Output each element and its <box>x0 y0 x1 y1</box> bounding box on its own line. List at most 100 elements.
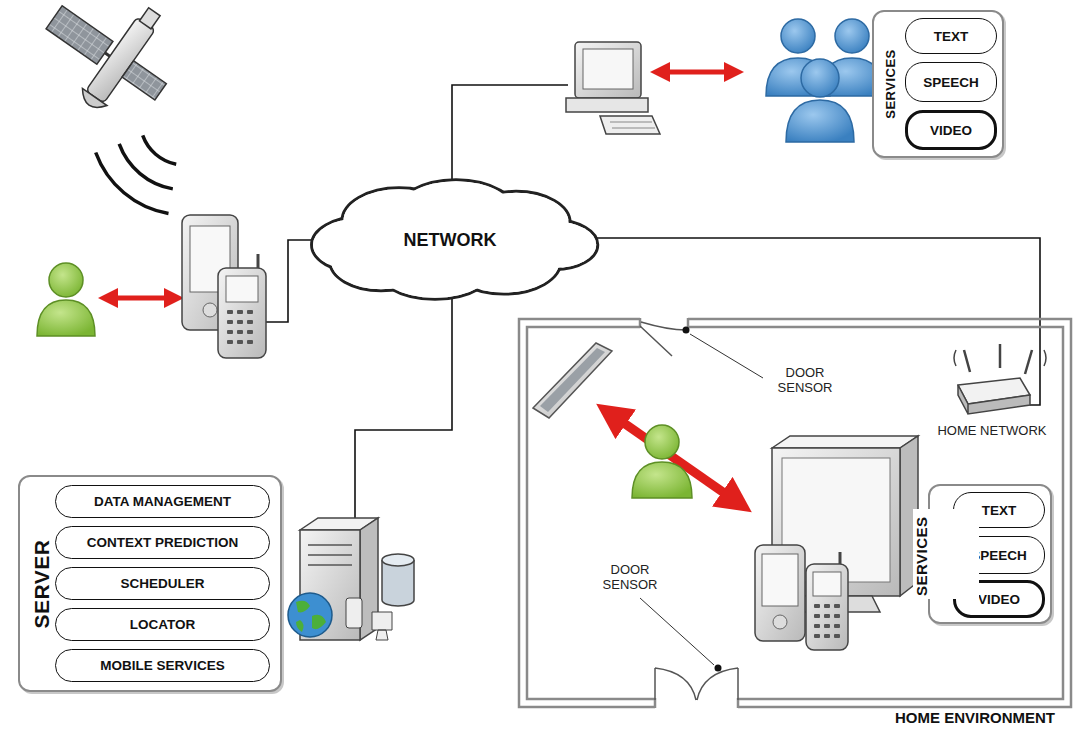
router-icon <box>999 344 1002 368</box>
sensor-label: DOOR SENSOR <box>775 366 835 396</box>
router-icon <box>954 350 1046 366</box>
phone-icon <box>806 552 848 650</box>
phone-icon <box>237 340 243 344</box>
server-icon <box>346 598 362 628</box>
computer-icon <box>583 49 633 89</box>
home-user <box>645 425 679 459</box>
node-label: SPEECH <box>971 548 1027 563</box>
router-icon <box>1025 350 1032 374</box>
node-label: VIDEO <box>978 592 1020 607</box>
user-group <box>781 19 815 53</box>
user-group <box>786 100 854 142</box>
phone-icon <box>227 310 253 344</box>
server-icon <box>288 518 414 640</box>
service-item: SCHEDULER <box>55 567 270 600</box>
satellite-icon <box>46 6 113 64</box>
network-wire <box>355 270 452 528</box>
home-walls <box>655 668 738 700</box>
node-label: SCHEDULER <box>120 576 204 591</box>
panel-heading: SERVER <box>30 539 54 628</box>
server-icon <box>296 601 326 632</box>
user-group <box>801 59 839 97</box>
device-label: HOME NETWORK <box>912 424 1072 439</box>
user-group <box>766 19 884 142</box>
signal-waves <box>143 135 177 164</box>
wall-display <box>533 343 612 418</box>
phone-icon <box>247 340 253 344</box>
door-sensor-dot <box>683 327 690 334</box>
pda-icon <box>773 615 787 629</box>
node-label: DATA MANAGEMENT <box>94 494 231 509</box>
home-walls <box>519 316 1071 710</box>
sensor-label: DOOR SENSOR <box>600 563 660 593</box>
computer-icon <box>566 42 660 134</box>
panel-heading: HOME ENVIRONMENT <box>892 709 1058 726</box>
phone-icon <box>227 340 233 344</box>
satellite-icon <box>139 8 160 29</box>
phone-icon <box>834 604 840 608</box>
phone-icon <box>824 614 830 618</box>
leader-line <box>640 334 763 665</box>
computer-icon <box>610 122 655 128</box>
phone-icon <box>227 320 233 324</box>
home-walls <box>527 327 1063 699</box>
server-icon <box>382 560 414 606</box>
interaction-arrow <box>608 412 740 504</box>
node-label: TEXT <box>934 29 969 44</box>
panel-heading: SERVICES <box>913 509 979 599</box>
phone-icon <box>814 604 840 638</box>
phone-icon <box>806 564 848 650</box>
satellite-icon <box>105 53 110 56</box>
home-walls <box>640 318 738 708</box>
home-walls <box>519 319 1071 707</box>
interaction-arrow <box>106 296 176 301</box>
service-item: LOCATOR <box>55 608 270 641</box>
phone-icon <box>247 330 253 334</box>
phone-icon <box>814 614 820 618</box>
phone-icon <box>247 320 253 324</box>
node-label: MOBILE SERVICES <box>100 658 224 673</box>
server-panel: DATA MANAGEMENT CONTEXT PREDICTION SCHEDUL… <box>18 475 282 692</box>
tv-icon <box>772 436 918 448</box>
mobile-user <box>49 263 83 297</box>
service-item: MOBILE SERVICES <box>55 649 270 682</box>
service-item: VIDEO <box>905 110 997 150</box>
phone-icon <box>227 310 233 314</box>
phone-icon <box>226 276 258 302</box>
server-icon <box>382 554 414 566</box>
service-item: CONTEXT PREDICTION <box>55 526 270 559</box>
node-label: TEXT <box>982 503 1017 518</box>
computer-icon <box>600 116 660 134</box>
node-label: VIDEO <box>930 123 972 138</box>
service-item: SPEECH <box>905 62 997 102</box>
signal-waves <box>119 144 173 189</box>
interaction-arrow <box>658 70 736 75</box>
server-icon <box>308 545 352 565</box>
mobile-user <box>37 300 95 336</box>
phone-icon <box>218 254 266 358</box>
phone-icon <box>247 310 253 314</box>
signal-waves <box>96 135 177 213</box>
node-label: NETWORK <box>404 230 497 251</box>
phone-icon <box>814 634 820 638</box>
pda-icon <box>755 545 805 641</box>
server-icon <box>372 612 392 640</box>
wall-display <box>540 348 605 412</box>
phone-icon <box>834 634 840 638</box>
pda-icon <box>755 545 805 641</box>
home-user <box>632 462 692 498</box>
phone-icon <box>834 614 840 618</box>
home-user <box>632 425 692 498</box>
phone-icon <box>237 310 243 314</box>
node-label: CONTEXT PREDICTION <box>87 535 239 550</box>
computer-icon <box>575 42 641 98</box>
leader-line <box>690 334 763 378</box>
services-panel: TEXT SPEECH VIDEO SERVICES <box>872 10 1004 158</box>
door-sensor-dot <box>683 327 722 672</box>
node-label: SPEECH <box>923 75 979 90</box>
panel-heading: SERVICES <box>883 49 898 119</box>
phone-icon <box>824 634 830 638</box>
router-icon <box>958 385 1030 414</box>
satellite-icon <box>24 0 196 134</box>
wall-display <box>533 343 612 418</box>
